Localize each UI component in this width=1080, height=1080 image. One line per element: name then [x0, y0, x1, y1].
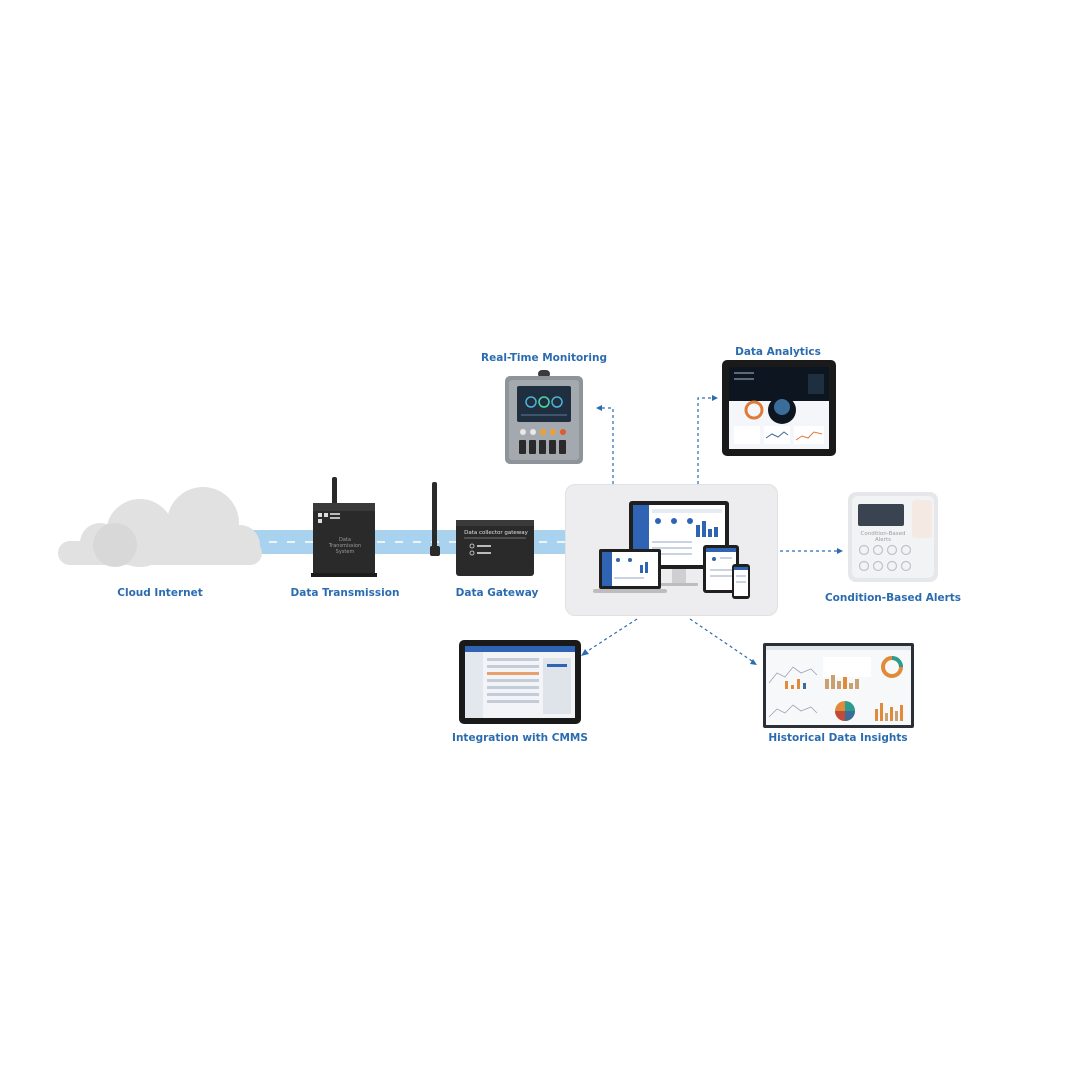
arrowhead-historical: [750, 659, 757, 665]
gateway-label: Data Gateway: [455, 587, 539, 599]
connector-analytics: [697, 397, 714, 484]
transmitter-device-text: Data Transmission System: [328, 537, 362, 555]
connector-cmms: [585, 618, 638, 653]
gateway-device-text: Data collector gateway: [464, 530, 528, 536]
alerts-label: Condition-Based Alerts: [824, 592, 962, 604]
arrowhead-realtime: [596, 405, 602, 411]
dashboard-monitor-icon: [763, 643, 914, 728]
tablet-analytics-icon: [722, 360, 836, 456]
alert-device-text: Condition-Based Alerts: [860, 531, 906, 543]
multi-device-dashboard-icon: [593, 501, 750, 599]
cloud-icon: [58, 487, 262, 567]
arrowhead-alerts: [837, 548, 843, 554]
connector-realtime: [600, 407, 614, 484]
arrowhead-analytics: [712, 395, 718, 401]
analytics-label: Data Analytics: [735, 346, 821, 358]
realtime-label: Real-Time Monitoring: [481, 352, 607, 364]
dashboard-hub: [565, 484, 778, 616]
arrowhead-cmms: [581, 649, 589, 656]
gateway-device-icon: [430, 482, 534, 576]
connector-historical: [689, 618, 753, 662]
control-panel-icon: [505, 370, 583, 464]
cloud-label: Cloud Internet: [117, 587, 203, 599]
historical-label: Historical Data Insights: [768, 732, 908, 744]
alert-panel-icon: [848, 492, 938, 582]
transmission-label: Data Transmission: [290, 587, 400, 599]
cmms-label: Integration with CMMS: [452, 732, 588, 744]
tablet-cmms-icon: [459, 640, 581, 724]
transmitter-device-icon: [311, 477, 377, 577]
